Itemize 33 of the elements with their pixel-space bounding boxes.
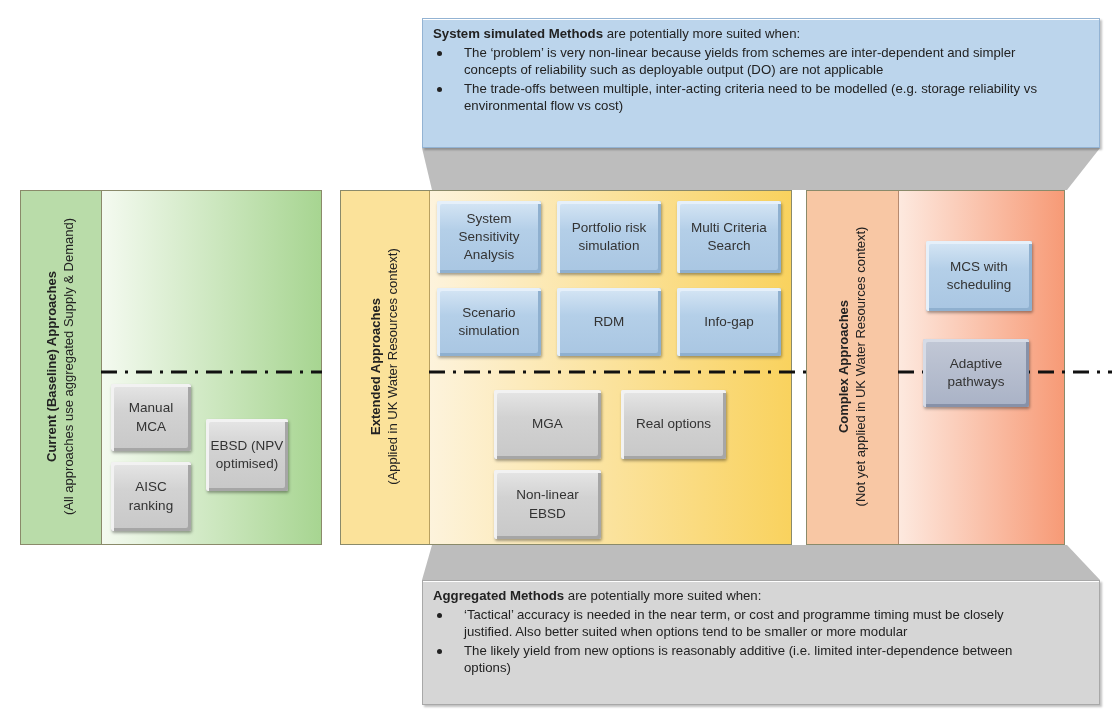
method-box: Non-linear EBSD bbox=[494, 470, 601, 539]
category-panel bbox=[20, 190, 322, 545]
panel-heading: Current (Baseline) Approaches bbox=[44, 271, 61, 462]
callout-pointer bbox=[422, 545, 1100, 580]
callout-heading: System simulated Methods are potentially more suited when: bbox=[433, 25, 802, 43]
method-box: RDM bbox=[557, 288, 661, 356]
method-box: MGA bbox=[494, 390, 601, 459]
bullet-text: The ‘problem’ is very non-linear because yields from schemes are inter-dependent and simpler concepts of reliability such as deployable output (DO) are not applicable bbox=[464, 43, 1017, 79]
method-box: System Sensitivity Analysis bbox=[437, 201, 541, 273]
panel-subtitle: (Applied in UK Water Resources context) bbox=[385, 248, 401, 485]
bullet-text: The trade-offs between multiple, inter-acting criteria need to be modelled (e.g. storage reliability vs environmental flow vs cost) bbox=[464, 79, 1038, 115]
category-panel bbox=[340, 190, 792, 545]
callout-heading: Aggregated Methods are potentially more suited when: bbox=[433, 587, 763, 605]
panel-subtitle: (All approaches use aggregated Supply & Demand) bbox=[61, 218, 77, 515]
method-box: Scenario simulation bbox=[437, 288, 541, 356]
category-panel bbox=[806, 190, 1065, 545]
method-box: EBSD (NPV optimised) bbox=[206, 419, 288, 491]
callout-box bbox=[422, 580, 1100, 705]
method-box: Real options bbox=[621, 390, 726, 459]
method-box: Multi Criteria Search bbox=[677, 201, 781, 273]
panel-subtitle: (Not yet applied in UK Water Resources context) bbox=[852, 226, 869, 507]
panel-heading: Complex Approaches bbox=[835, 299, 852, 434]
bullet-text: ‘Tactical’ accuracy is needed in the near term, or cost and programme timing must be closely justified. Also better suited when options tend to be smaller or more modular bbox=[464, 605, 1005, 641]
callout-box bbox=[422, 18, 1100, 148]
panel-heading: Extended Approaches bbox=[368, 298, 385, 435]
method-box: Info-gap bbox=[677, 288, 781, 356]
method-box: Manual MCA bbox=[111, 384, 191, 451]
method-box: Portfolio risk simulation bbox=[557, 201, 661, 273]
method-box: AISC ranking bbox=[111, 462, 191, 531]
method-box: MCS with scheduling bbox=[926, 241, 1032, 311]
bullet-text: The likely yield from new options is reasonably additive (i.e. limited inter-dependence between options) bbox=[464, 641, 1014, 677]
callout-pointer bbox=[422, 148, 1100, 190]
method-box: Adaptive pathways bbox=[923, 339, 1029, 407]
